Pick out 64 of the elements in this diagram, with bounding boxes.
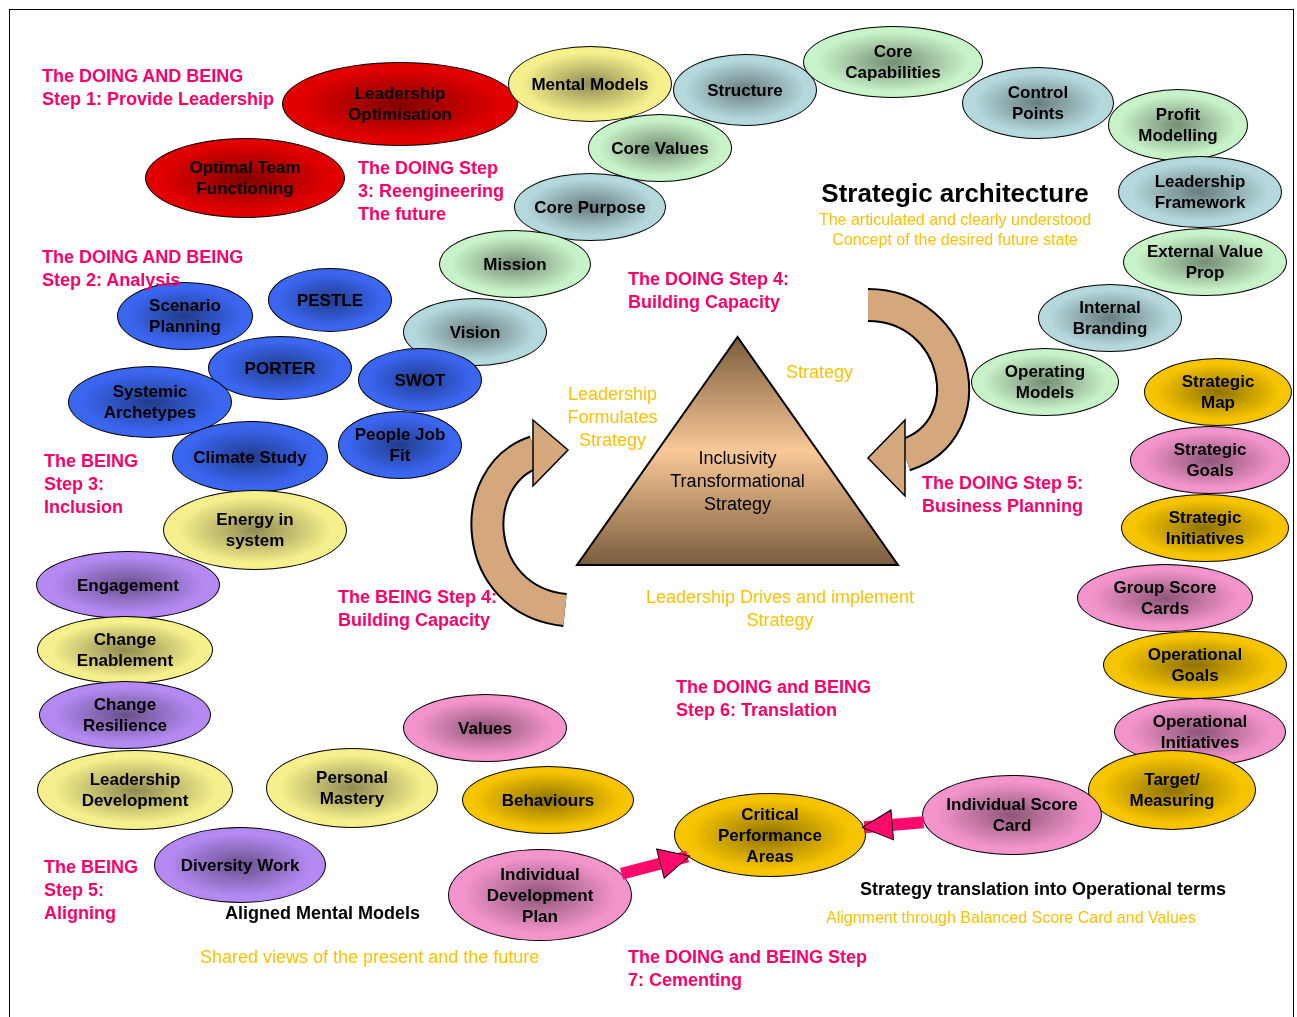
heading-text: Strategy translation into Operational terms [860,878,1228,901]
step-label: The BEING Step 4: Building Capacity [338,586,499,632]
node-label: Individual Development Plan [485,863,595,927]
title-text: Strategic architecture [820,178,1090,208]
node-label: SWOT [394,369,446,391]
node-label: Leadership Optimisation [347,83,453,125]
node-label: Strategic Initiatives [1164,507,1246,549]
node-label: Operational Goals [1146,644,1244,686]
node-label: Structure [707,79,783,101]
node-label: Profit Modelling [1137,104,1219,146]
node-label: Inclusivity Transformational Strategy [669,447,806,516]
node-label: Strategic Goals [1172,439,1248,481]
node-label: Internal Branding [1071,297,1149,339]
node-label: Mission [483,253,547,275]
node-label: Mental Models [531,73,649,95]
node-label: Climate Study [193,446,307,468]
node-label: Core Purpose [534,196,646,218]
node-label: Scenario Planning [148,295,222,337]
node-label: Energy in system [215,509,295,551]
node-label: Critical Performance Areas [717,803,823,867]
node-label: Target/ Measuring [1128,769,1216,811]
annotation-text: Shared views of the present and the future [200,946,541,969]
node-label: Leadership Framework [1153,171,1247,213]
node-label: Engagement [77,574,179,596]
step-label: The DOING and BEING Step 7: Cementing [628,946,868,992]
annotation-text: Leadership Drives and implement Strategy [644,586,916,632]
node-label: External Value Prop [1145,241,1265,283]
ellipse [1130,426,1290,494]
node-label: People Job Fit [353,424,447,466]
step-label: The DOING AND BEING Step 1: Provide Leadership [42,65,276,111]
node-label: Control Points [1006,82,1070,124]
node-label: Operational Initiatives [1151,711,1249,753]
node-label: Core Values [611,137,709,159]
node-label: Change Resilience [81,694,169,736]
node-label: Individual Score Card [945,794,1079,836]
node-label: Diversity Work [180,854,300,876]
node-label: Behaviours [501,789,595,811]
step-label: The BEING Step 3: Inclusion [44,450,139,519]
subtitle-text: The articulated and clearly understood Concept of the desired future state [817,210,1093,250]
node-label: PORTER [244,357,316,379]
annotation-text: Strategy [786,361,855,384]
step-label: The BEING Step 5: Aligning [44,856,139,925]
node-label: Values [458,717,512,739]
annotation-text: Alignment through Balanced Score Card and Values [826,908,1197,928]
annotation-text: Leadership Formulates Strategy [566,383,659,452]
step-label: The DOING Step 4: Building Capacity [628,268,790,314]
node-label: Group Score Cards [1112,577,1218,619]
step-label: The DOING Step 5: Business Planning [922,472,1085,518]
arrow [620,848,690,880]
node-label: PESTLE [296,289,364,311]
node-label: Strategic Map [1180,371,1256,413]
node-label: Vision [449,321,501,343]
arrow [861,809,925,841]
node-label: Optimal Team Functioning [188,157,302,199]
node-label: Leadership Development [80,769,190,811]
node-label: Change Enablement [75,629,175,671]
node-label: Operating Models [1003,361,1087,403]
node-label: Systemic Archetypes [102,381,198,423]
node-label: Core Capabilities [844,41,942,83]
node-label: Personal Mastery [315,767,389,809]
step-label: The DOING Step 3: Reengineering The future [358,157,506,226]
step-label: The DOING and BEING Step 6: Translation [676,676,872,722]
step-label: The DOING AND BEING Step 2: Analysis [42,246,245,292]
heading-text: Aligned Mental Models [225,902,421,925]
